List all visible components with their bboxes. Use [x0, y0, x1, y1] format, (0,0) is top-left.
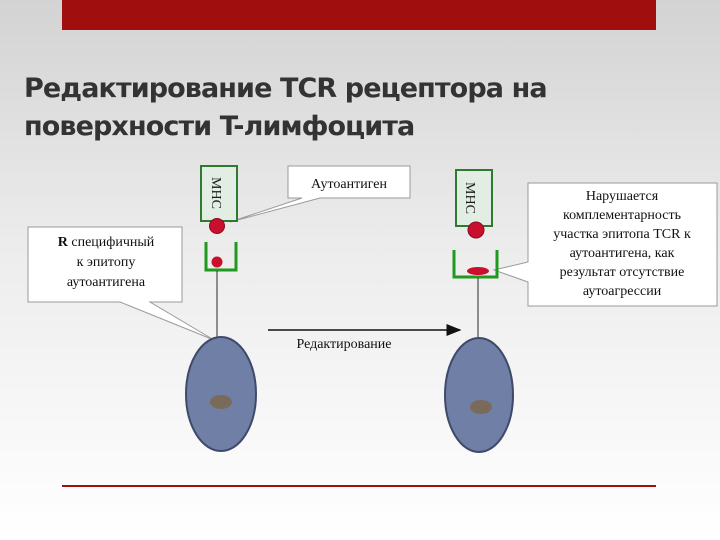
right-mhc: MHC	[455, 169, 493, 239]
top-accent-bar	[62, 0, 656, 30]
result-line-1: Нарушается	[586, 189, 659, 204]
result-line-4: аутоантигена, как	[570, 246, 675, 261]
left-mhc: MHC	[200, 165, 238, 234]
right-cell-nucleus	[470, 400, 492, 414]
receptor-callout-line3: аутоантигена	[67, 275, 146, 290]
right-autoantigen-dot	[467, 221, 485, 239]
editing-label: Редактирование	[296, 337, 391, 352]
autoantigen-label: Аутоантиген	[311, 177, 387, 192]
slide-title: Редактирование TCR рецептора на поверхно…	[24, 73, 548, 142]
editing-arrow: Редактирование	[268, 324, 462, 352]
right-receptor-epitope-dot	[467, 267, 489, 275]
result-line-2: комплементарность	[563, 208, 681, 223]
result-line-6: аутоагрессии	[583, 284, 662, 299]
receptor-callout-line2: к эпитопу	[77, 255, 136, 270]
result-line-3: участка эпитопа TCR к	[553, 227, 691, 242]
result-callout: Нарушается комплементарность участка эпи…	[492, 182, 718, 307]
left-mhc-label: MHC	[208, 177, 223, 209]
left-autoantigen-dot	[209, 218, 225, 234]
left-receptor-epitope-dot	[211, 256, 223, 268]
bottom-accent-rule	[62, 485, 656, 487]
right-tcr-receptor	[452, 250, 499, 345]
autoantigen-callout: Аутоантиген	[229, 165, 411, 223]
left-tcr-receptor	[204, 242, 238, 342]
left-t-cell	[185, 336, 257, 452]
left-cell-nucleus	[210, 395, 232, 409]
result-line-5: результат отсутствие	[560, 265, 685, 280]
receptor-callout-line1: R специфичный	[58, 235, 155, 250]
receptor-callout: R специфичный к эпитопу аутоантигена	[27, 226, 215, 341]
right-t-cell	[444, 337, 514, 453]
right-mhc-label: MHC	[462, 182, 477, 214]
